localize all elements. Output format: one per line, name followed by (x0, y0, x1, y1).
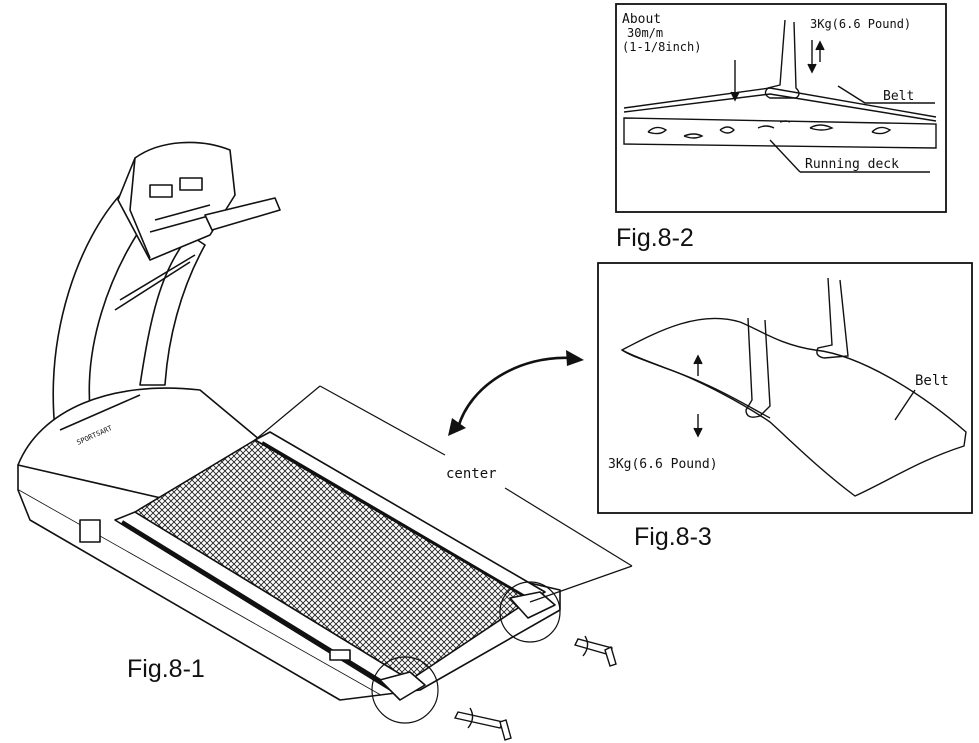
gap-label-line1: About (622, 12, 661, 27)
right-upright (139, 234, 206, 386)
fig-8-1-caption: Fig.8-1 (127, 655, 205, 683)
fig-8-3-caption: Fig.8-3 (634, 523, 712, 551)
fig-8-3-drawing (620, 277, 967, 497)
gap-label-line2: 30m/m (627, 26, 663, 40)
hand-right (816, 277, 849, 359)
center-label: center (446, 466, 497, 482)
gap-label-line3: (1-1/8inch) (622, 40, 701, 54)
belt-sheet (620, 317, 967, 497)
treadmill-drawing (17, 141, 561, 701)
rear-right-bolt-circle (499, 581, 561, 643)
running-deck (623, 117, 937, 149)
reference-arrow (448, 350, 584, 436)
fig2-force-label: 3Kg(6.6 Pound) (810, 17, 911, 31)
console (117, 141, 236, 261)
rear-left-bolt-circle (371, 656, 439, 724)
fig3-force-label: 3Kg(6.6 Pound) (608, 457, 718, 472)
center-dimension (254, 385, 633, 603)
fig-8-2-caption: Fig.8-2 (616, 224, 694, 252)
fig-8-2-drawing (623, 19, 937, 173)
allen-wrench-left (453, 707, 512, 741)
hand-left (745, 317, 771, 418)
allen-wrench-right (573, 635, 617, 667)
handlebar (204, 197, 281, 231)
hand (764, 19, 800, 99)
fig2-belt-label: Belt (883, 89, 914, 104)
fig2-deck-label: Running deck (805, 157, 899, 172)
fig-8-2-frame (615, 3, 947, 213)
fig3-belt-label: Belt (915, 373, 949, 389)
